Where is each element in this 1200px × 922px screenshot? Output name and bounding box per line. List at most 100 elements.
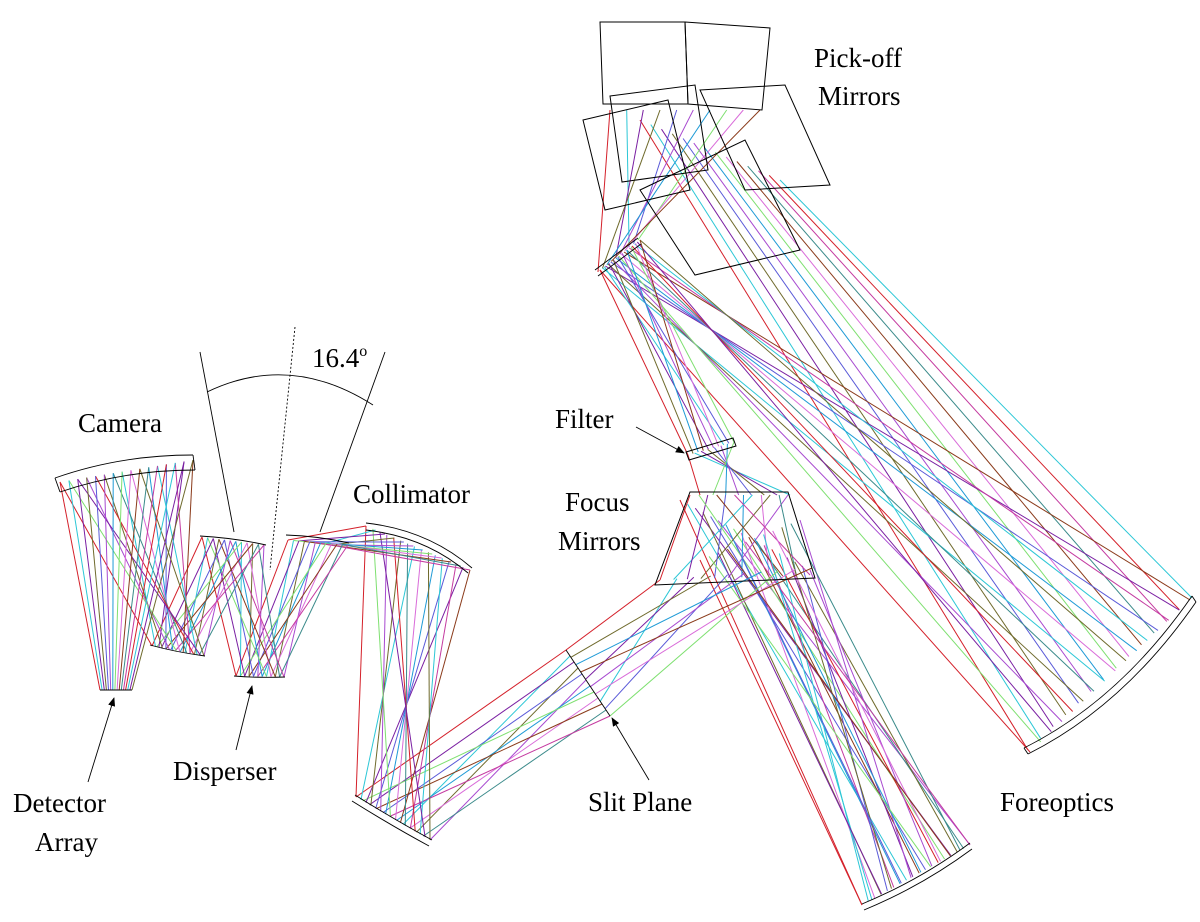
slit-collimator-fold-ray [355,649,567,798]
lower-fold-mirror [861,842,973,911]
focus-slit-ray [575,571,762,666]
angle-value-label: 16.4o [312,343,367,373]
focus-internal-ray [778,494,797,576]
grating-camera-fold-ray [235,541,263,677]
focus-slit-ray [599,578,678,702]
fold-collimator-ray [395,549,422,820]
camera-fold-bottom-ray [151,536,203,647]
pickoff-secondary-ray [610,109,761,262]
focus-lower-mirror-ray [763,545,895,888]
slit-leader-arrow [611,717,650,781]
lower-mirror-focus-ray [699,559,863,906]
secondary-foreoptics-ray [605,265,1180,611]
camera-detector-ray [59,481,101,691]
focus-lower-mirror-ray [771,549,939,863]
collimator-fold-grating-ray [279,544,343,678]
camera-fold-mirror-ray [95,475,195,655]
focus-internal-ray [760,494,770,577]
angle-degree-unit: o [359,343,367,360]
focus-lower-mirror-ray [809,569,933,867]
slit-collimator-fold-ray [423,709,607,837]
filter-focus-ray [707,449,765,496]
collimator-label: Collimator [353,479,470,509]
lower-mirror-focus-ray [790,523,961,851]
ray-bundles [59,109,1193,906]
grating-camera-fold-ray [224,539,254,677]
focus-slit-ray [580,567,813,673]
fold-collimator-ray [380,534,388,812]
pickoff-mirror-frames [582,21,831,276]
angle-indicator [199,326,386,571]
fold-collimator-ray [379,531,426,838]
detector-array-label-1: Detector [13,788,106,818]
camera-fold-mirror-ray [130,470,181,652]
focus-lower-mirror-ray [717,520,971,846]
focus-lower-mirror-ray [801,565,888,892]
secondary-filter-ray [635,243,720,447]
pickoff-mirrors-label-1: Pick-off [814,43,902,73]
camera-fold-mirror-ray [77,478,201,656]
lower-mirror-focus-ray [772,530,941,862]
disperser-leader-arrow [235,685,254,751]
camera-fold-mirror-ray [112,473,188,653]
camera-detector-ray [116,470,132,691]
focus-internal-ray [698,494,756,578]
focus-internal-ray [734,494,811,576]
collimator-disperser-ray [315,541,471,571]
focus-slit-ray [565,579,661,651]
foreoptics-pickoff-ray [704,147,1105,681]
foreoptics-mirror-end-b [1191,595,1197,603]
pickoff-frame-5 [699,84,831,191]
pickoff-frame-2 [684,21,771,111]
collimator-disperser-ray [287,525,367,541]
pickoff-frame-3 [609,84,709,183]
fold-collimator-ray [419,558,443,835]
fold-collimator-ray [393,537,416,832]
collimator-disperser-ray [342,544,461,567]
secondary-foreoptics-ray [610,261,1159,631]
focus-mirrors-outline [654,491,816,586]
secondary-mirror-surface [594,237,639,271]
grating-camera-fold-ray [212,538,246,677]
secondary-filter-ray [626,249,699,453]
fold-collimator-ray [372,528,391,818]
grating-camera-fold-ray [248,543,254,677]
slit-plane-label: Slit Plane [588,787,692,817]
secondary-foreoptics-ray [626,249,1095,692]
detector-leader-arrow [87,697,116,783]
focus-slit-ray [590,572,745,688]
camera-fold-mirror-ray [59,481,153,647]
secondary-filter-ray [599,269,689,456]
filter-focus-ray [725,443,728,496]
focus-internal-ray [700,494,771,579]
secondary-filter-ray [612,259,694,454]
filter-focus-ray [712,441,735,496]
secondary-foreoptics-ray [623,251,1191,601]
foreoptics-mirror-surface [1023,595,1193,749]
foreoptics-pickoff-ray [715,151,1117,669]
focus-slit-ray [585,576,695,680]
secondary-foreoptics-ray [615,257,1138,652]
slit-collimator-fold-ray [382,673,583,814]
focus-internal-ray [714,494,727,579]
focus-lower-mirror-ray [748,536,920,874]
collimator-fold-grating-ray [261,542,322,677]
lower-mirror-focus-ray [781,527,892,889]
focus-mirrors-label-1: Focus [565,487,630,517]
collimator-fold-surface [354,794,433,841]
collimator-fold-grating-ray [239,542,327,677]
collimator-fold-mirror [351,794,433,847]
fold-collimator-ray [370,540,402,806]
pickoff-frame-4 [582,99,691,211]
camera-label: Camera [78,408,162,438]
secondary-filter-ray [621,253,715,449]
camera-mirror-edge-b [192,454,196,471]
slit-collimator-fold-ray [409,697,599,829]
filter-leader-arrow [635,426,685,454]
camera-detector-ray [127,462,176,691]
foreoptics-pickoff-ray [768,175,1180,611]
secondary-mirror-back [597,243,642,277]
pickoff-secondary-ray [633,109,678,244]
slit-collimator-fold-ray [396,685,591,821]
fold-collimator-ray [427,552,431,841]
